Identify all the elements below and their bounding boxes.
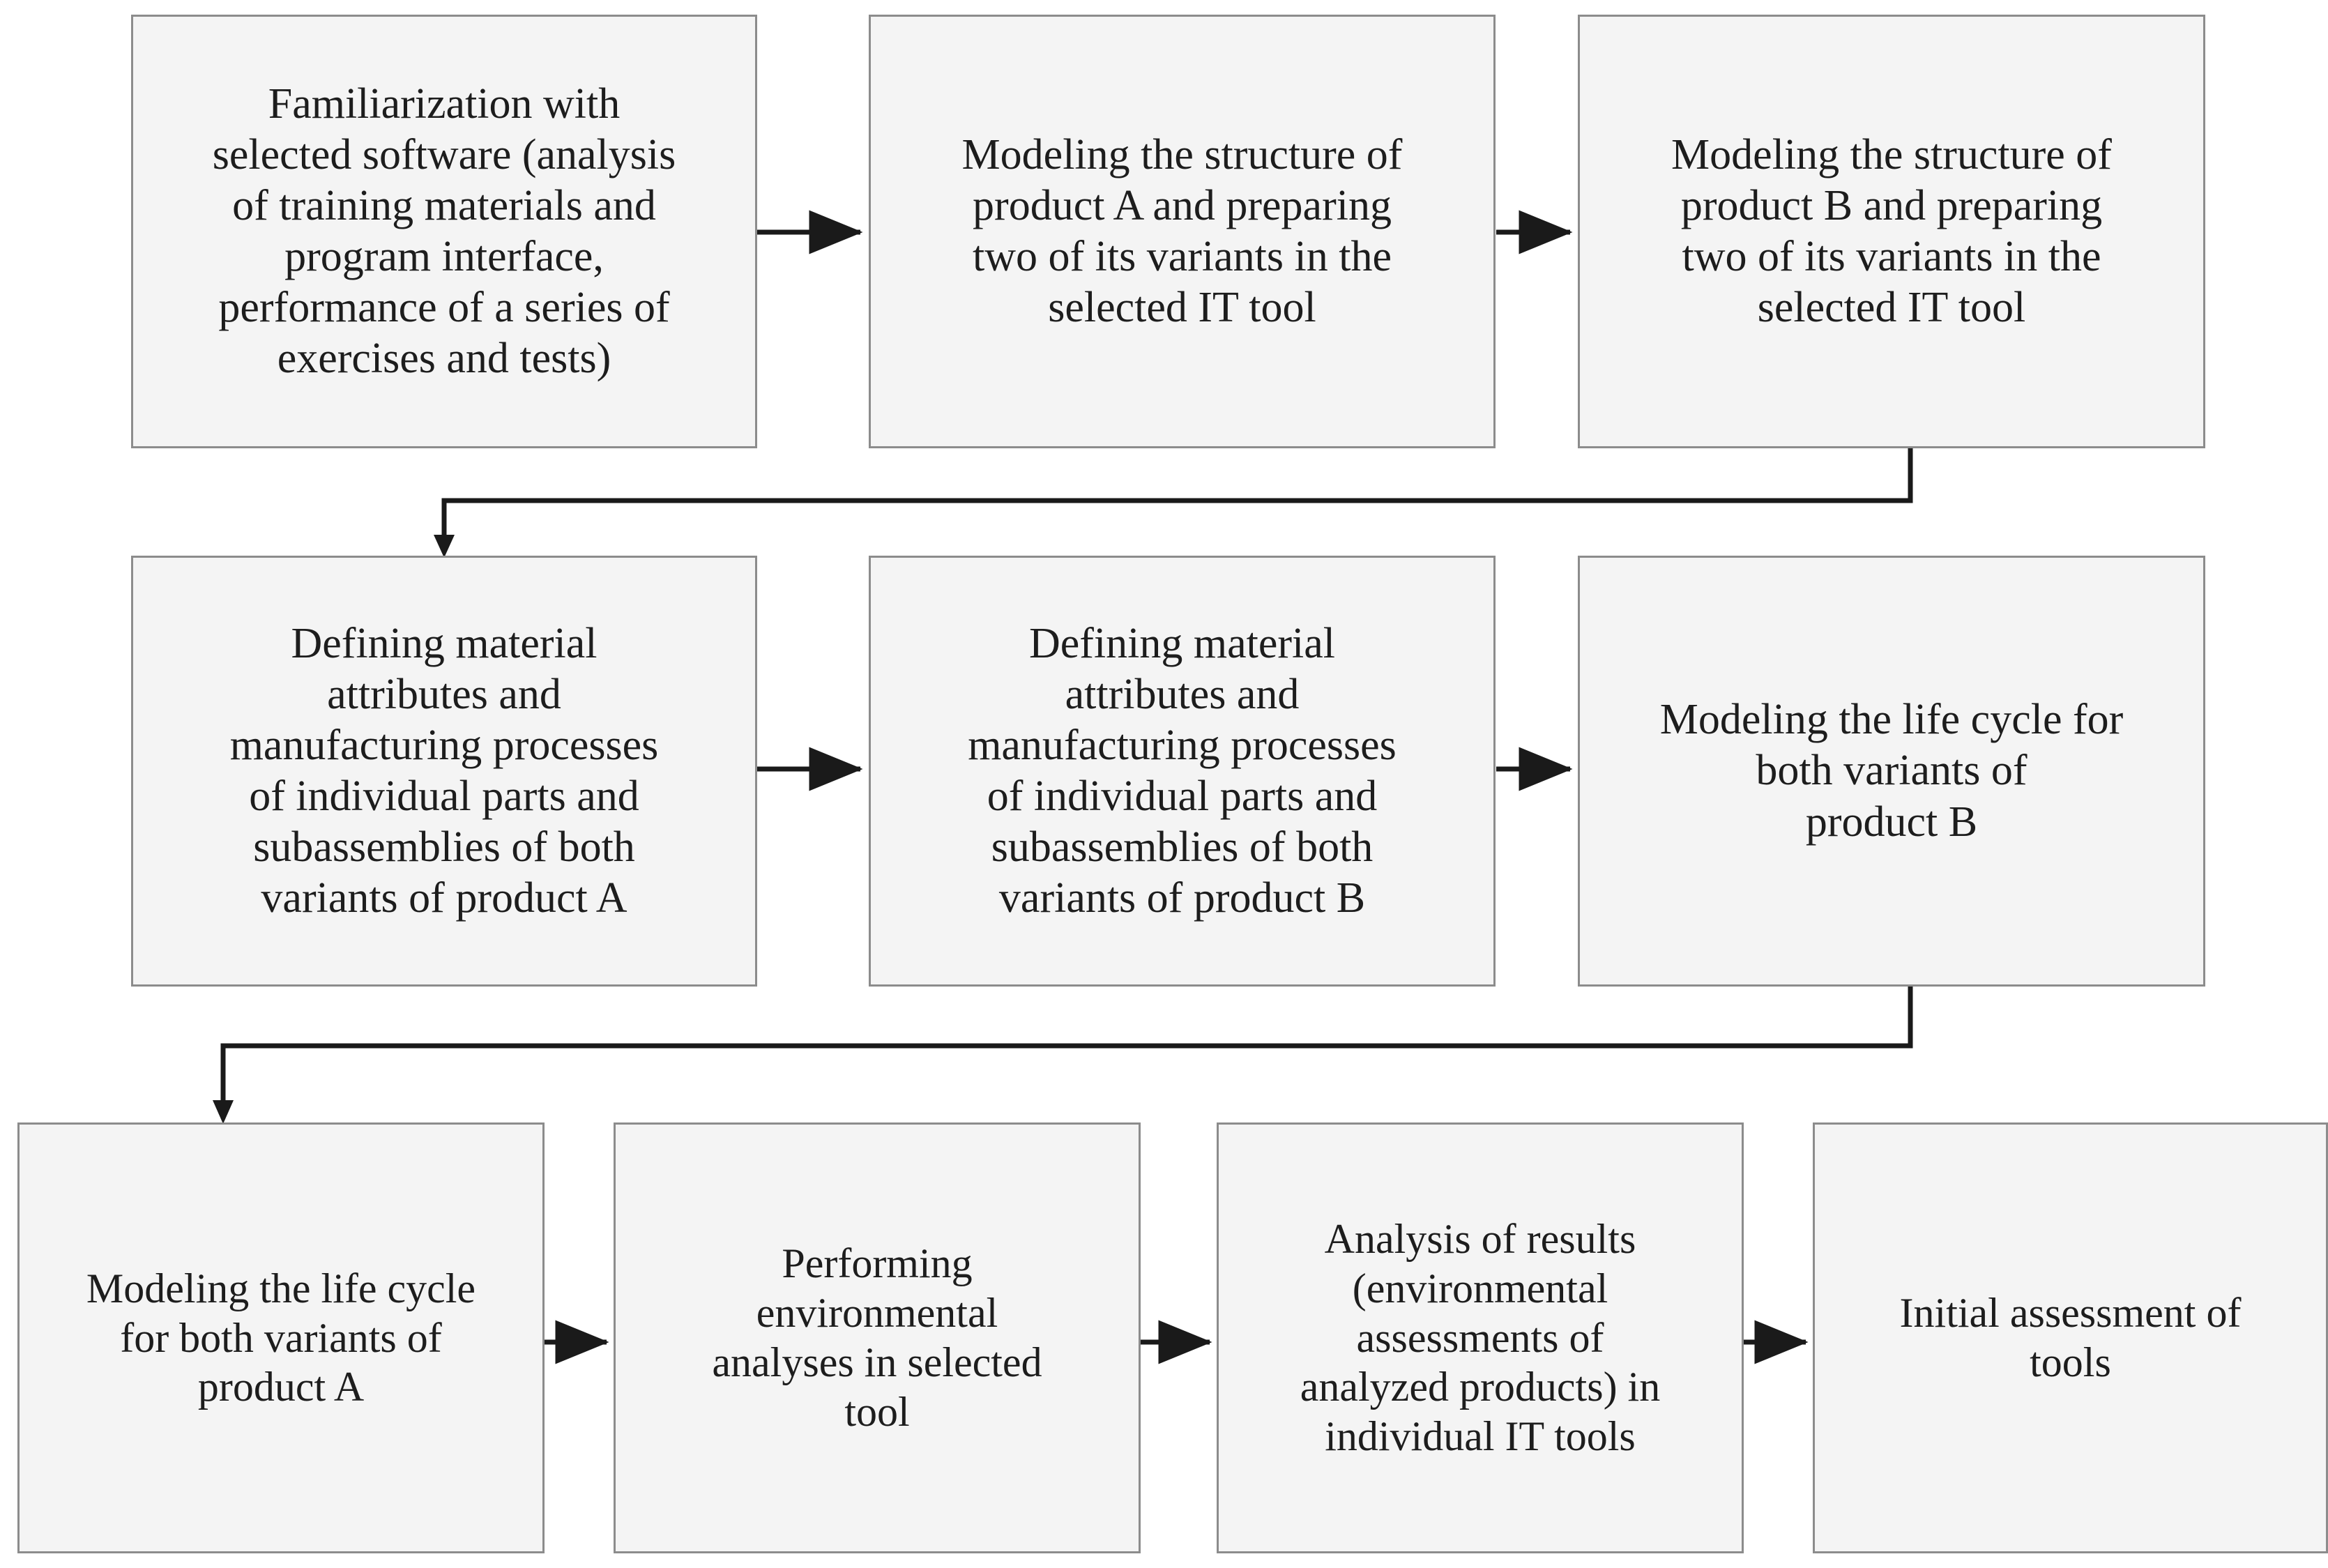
node-label: Modeling the structure of product A and …	[961, 130, 1403, 332]
node-initial-assessment-of-tools[interactable]: Initial assessment of tools	[1813, 1122, 2328, 1553]
node-label: Initial assessment of tools	[1899, 1290, 2242, 1385]
node-model-structure-product-b[interactable]: Modeling the structure of product B and …	[1578, 15, 2205, 448]
node-label: Defining material attributes and manufac…	[968, 619, 1397, 922]
node-environmental-analyses[interactable]: Performing environmental analyses in sel…	[614, 1122, 1141, 1553]
edge-n3-n4	[441, 448, 1913, 540]
node-model-structure-product-a[interactable]: Modeling the structure of product A and …	[869, 15, 1496, 448]
node-label: Performing environmental analyses in sel…	[712, 1240, 1042, 1435]
node-label: Analysis of results (environmental asses…	[1300, 1216, 1661, 1460]
node-define-materials-product-b[interactable]: Defining material attributes and manufac…	[869, 556, 1496, 987]
node-life-cycle-product-a[interactable]: Modeling the life cycle for both variant…	[17, 1122, 545, 1553]
node-label: Familiarization with selected software (…	[212, 79, 676, 383]
node-define-materials-product-a[interactable]: Defining material attributes and manufac…	[131, 556, 757, 987]
edge-n6-n7	[220, 987, 1913, 1105]
node-analysis-of-results[interactable]: Analysis of results (environmental asses…	[1217, 1122, 1744, 1553]
edge-n3-n4-arrowhead	[434, 535, 455, 558]
node-label: Modeling the life cycle for both variant…	[1659, 696, 2124, 846]
node-label: Defining material attributes and manufac…	[229, 619, 659, 922]
node-life-cycle-product-b[interactable]: Modeling the life cycle for both variant…	[1578, 556, 2205, 987]
edge-n6-n7-arrowhead	[213, 1100, 234, 1124]
node-label: Modeling the life cycle for both variant…	[86, 1265, 476, 1410]
node-label: Modeling the structure of product B and …	[1671, 130, 2112, 332]
node-familiarization[interactable]: Familiarization with selected software (…	[131, 15, 757, 448]
